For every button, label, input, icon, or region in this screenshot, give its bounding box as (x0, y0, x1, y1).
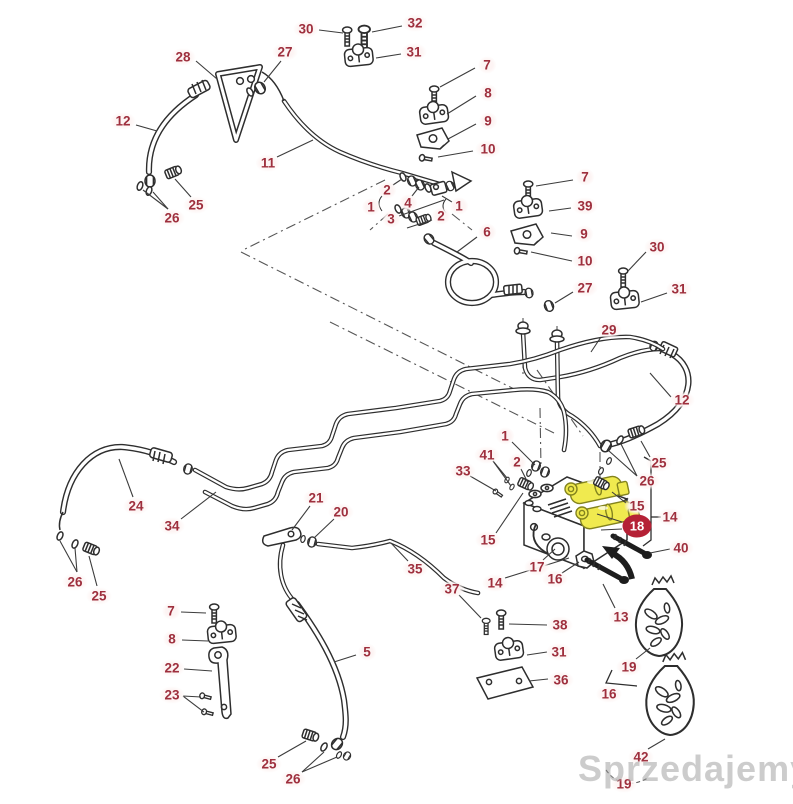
part-label-26: 26 (634, 472, 660, 490)
part-label-15: 15 (475, 531, 501, 549)
mount-set-1 (416, 85, 450, 164)
part-label-11: 11 (255, 154, 281, 172)
pipe-34 (192, 334, 666, 492)
fitting-group-top (393, 171, 457, 227)
parts-bag-19 (634, 575, 684, 657)
part-label-4: 4 (399, 194, 417, 212)
part-label-6: 6 (478, 223, 496, 241)
part-label-8: 8 (163, 630, 181, 648)
part-label-29: 29 (596, 321, 622, 339)
part-label-42: 42 (628, 748, 654, 766)
hose-5 (285, 597, 353, 762)
part-label-26: 26 (159, 209, 185, 227)
part-label-26: 26 (62, 573, 88, 591)
hose-24 (55, 443, 195, 557)
part-label-19: 19 (616, 658, 642, 676)
part-label-2: 2 (378, 181, 396, 199)
part-label-5: 5 (358, 643, 376, 661)
watermark-text: Sprzedajemy (578, 748, 793, 789)
part-label-35: 35 (402, 560, 428, 578)
part-label-24: 24 (123, 497, 149, 515)
pipe-35 (202, 387, 569, 512)
part-label-3: 3 (382, 210, 400, 228)
part-label-2: 2 (508, 453, 526, 471)
part-label-2: 2 (432, 207, 450, 225)
part-label-1: 1 (496, 427, 514, 445)
part-label-10: 10 (475, 140, 501, 158)
part-label-13: 13 (608, 608, 634, 626)
hose-12-left (135, 79, 211, 197)
pipe-11 (261, 71, 473, 193)
highlighted-part-badge-18: 18 (622, 514, 652, 538)
part-label-26: 26 (280, 770, 306, 788)
part-label-16: 16 (596, 685, 622, 703)
part-label-17: 17 (524, 558, 550, 576)
mount-set-2 (510, 180, 544, 257)
part-label-16: 16 (542, 570, 568, 588)
part-label-12: 12 (669, 391, 695, 409)
part-label-25: 25 (646, 454, 672, 472)
part-label-39: 39 (572, 197, 598, 215)
part-label-7: 7 (162, 602, 180, 620)
part-label-8: 8 (479, 84, 497, 102)
clamp-set-top (341, 24, 375, 68)
part-label-23: 23 (159, 686, 185, 704)
part-label-32: 32 (402, 14, 428, 32)
part-label-25: 25 (86, 587, 112, 605)
part-label-7: 7 (576, 168, 594, 186)
part-label-38: 38 (547, 616, 573, 634)
part-label-33: 33 (450, 462, 476, 480)
part-label-27: 27 (272, 43, 298, 61)
part-label-25: 25 (183, 196, 209, 214)
part-label-30: 30 (293, 20, 319, 38)
part-label-37: 37 (439, 580, 465, 598)
part-label-9: 9 (479, 112, 497, 130)
clamp-set-right (608, 267, 641, 311)
direction-arrow (602, 546, 635, 580)
mount-set-4 (475, 609, 535, 700)
part-label-10: 10 (572, 252, 598, 270)
part-label-1: 1 (450, 197, 468, 215)
pipe-bracket-28 (215, 64, 269, 143)
part-label-34: 34 (159, 517, 185, 535)
part-label-31: 31 (666, 280, 692, 298)
bolt-13 (584, 557, 629, 584)
part-label-31: 31 (401, 43, 427, 61)
part-label-31: 31 (546, 643, 572, 661)
part-label-28: 28 (170, 48, 196, 66)
mount-set-3 (198, 603, 238, 720)
part-label-7: 7 (478, 56, 496, 74)
part-label-12: 12 (110, 112, 136, 130)
watermark: Sprzedajemy .pl (578, 748, 793, 790)
coiled-hose-6 (421, 231, 556, 314)
part-label-14: 14 (482, 574, 508, 592)
part-label-15: 15 (624, 497, 650, 515)
part-label-9: 9 (575, 225, 593, 243)
part-label-20: 20 (328, 503, 354, 521)
part-label-14: 14 (657, 508, 683, 526)
part-label-27: 27 (572, 279, 598, 297)
parts-bag-42 (645, 651, 695, 737)
bracket-21 (261, 526, 319, 604)
bolt-40 (610, 533, 652, 559)
part-label-40: 40 (668, 539, 694, 557)
part-label-21: 21 (303, 489, 329, 507)
part-label-36: 36 (548, 671, 574, 689)
part-label-19: 19 (611, 775, 637, 793)
part-label-30: 30 (644, 238, 670, 256)
part-label-1: 1 (362, 198, 380, 216)
part-label-25: 25 (256, 755, 282, 773)
part-label-22: 22 (159, 659, 185, 677)
hose-12-right (597, 339, 692, 455)
part-label-41: 41 (474, 446, 500, 464)
